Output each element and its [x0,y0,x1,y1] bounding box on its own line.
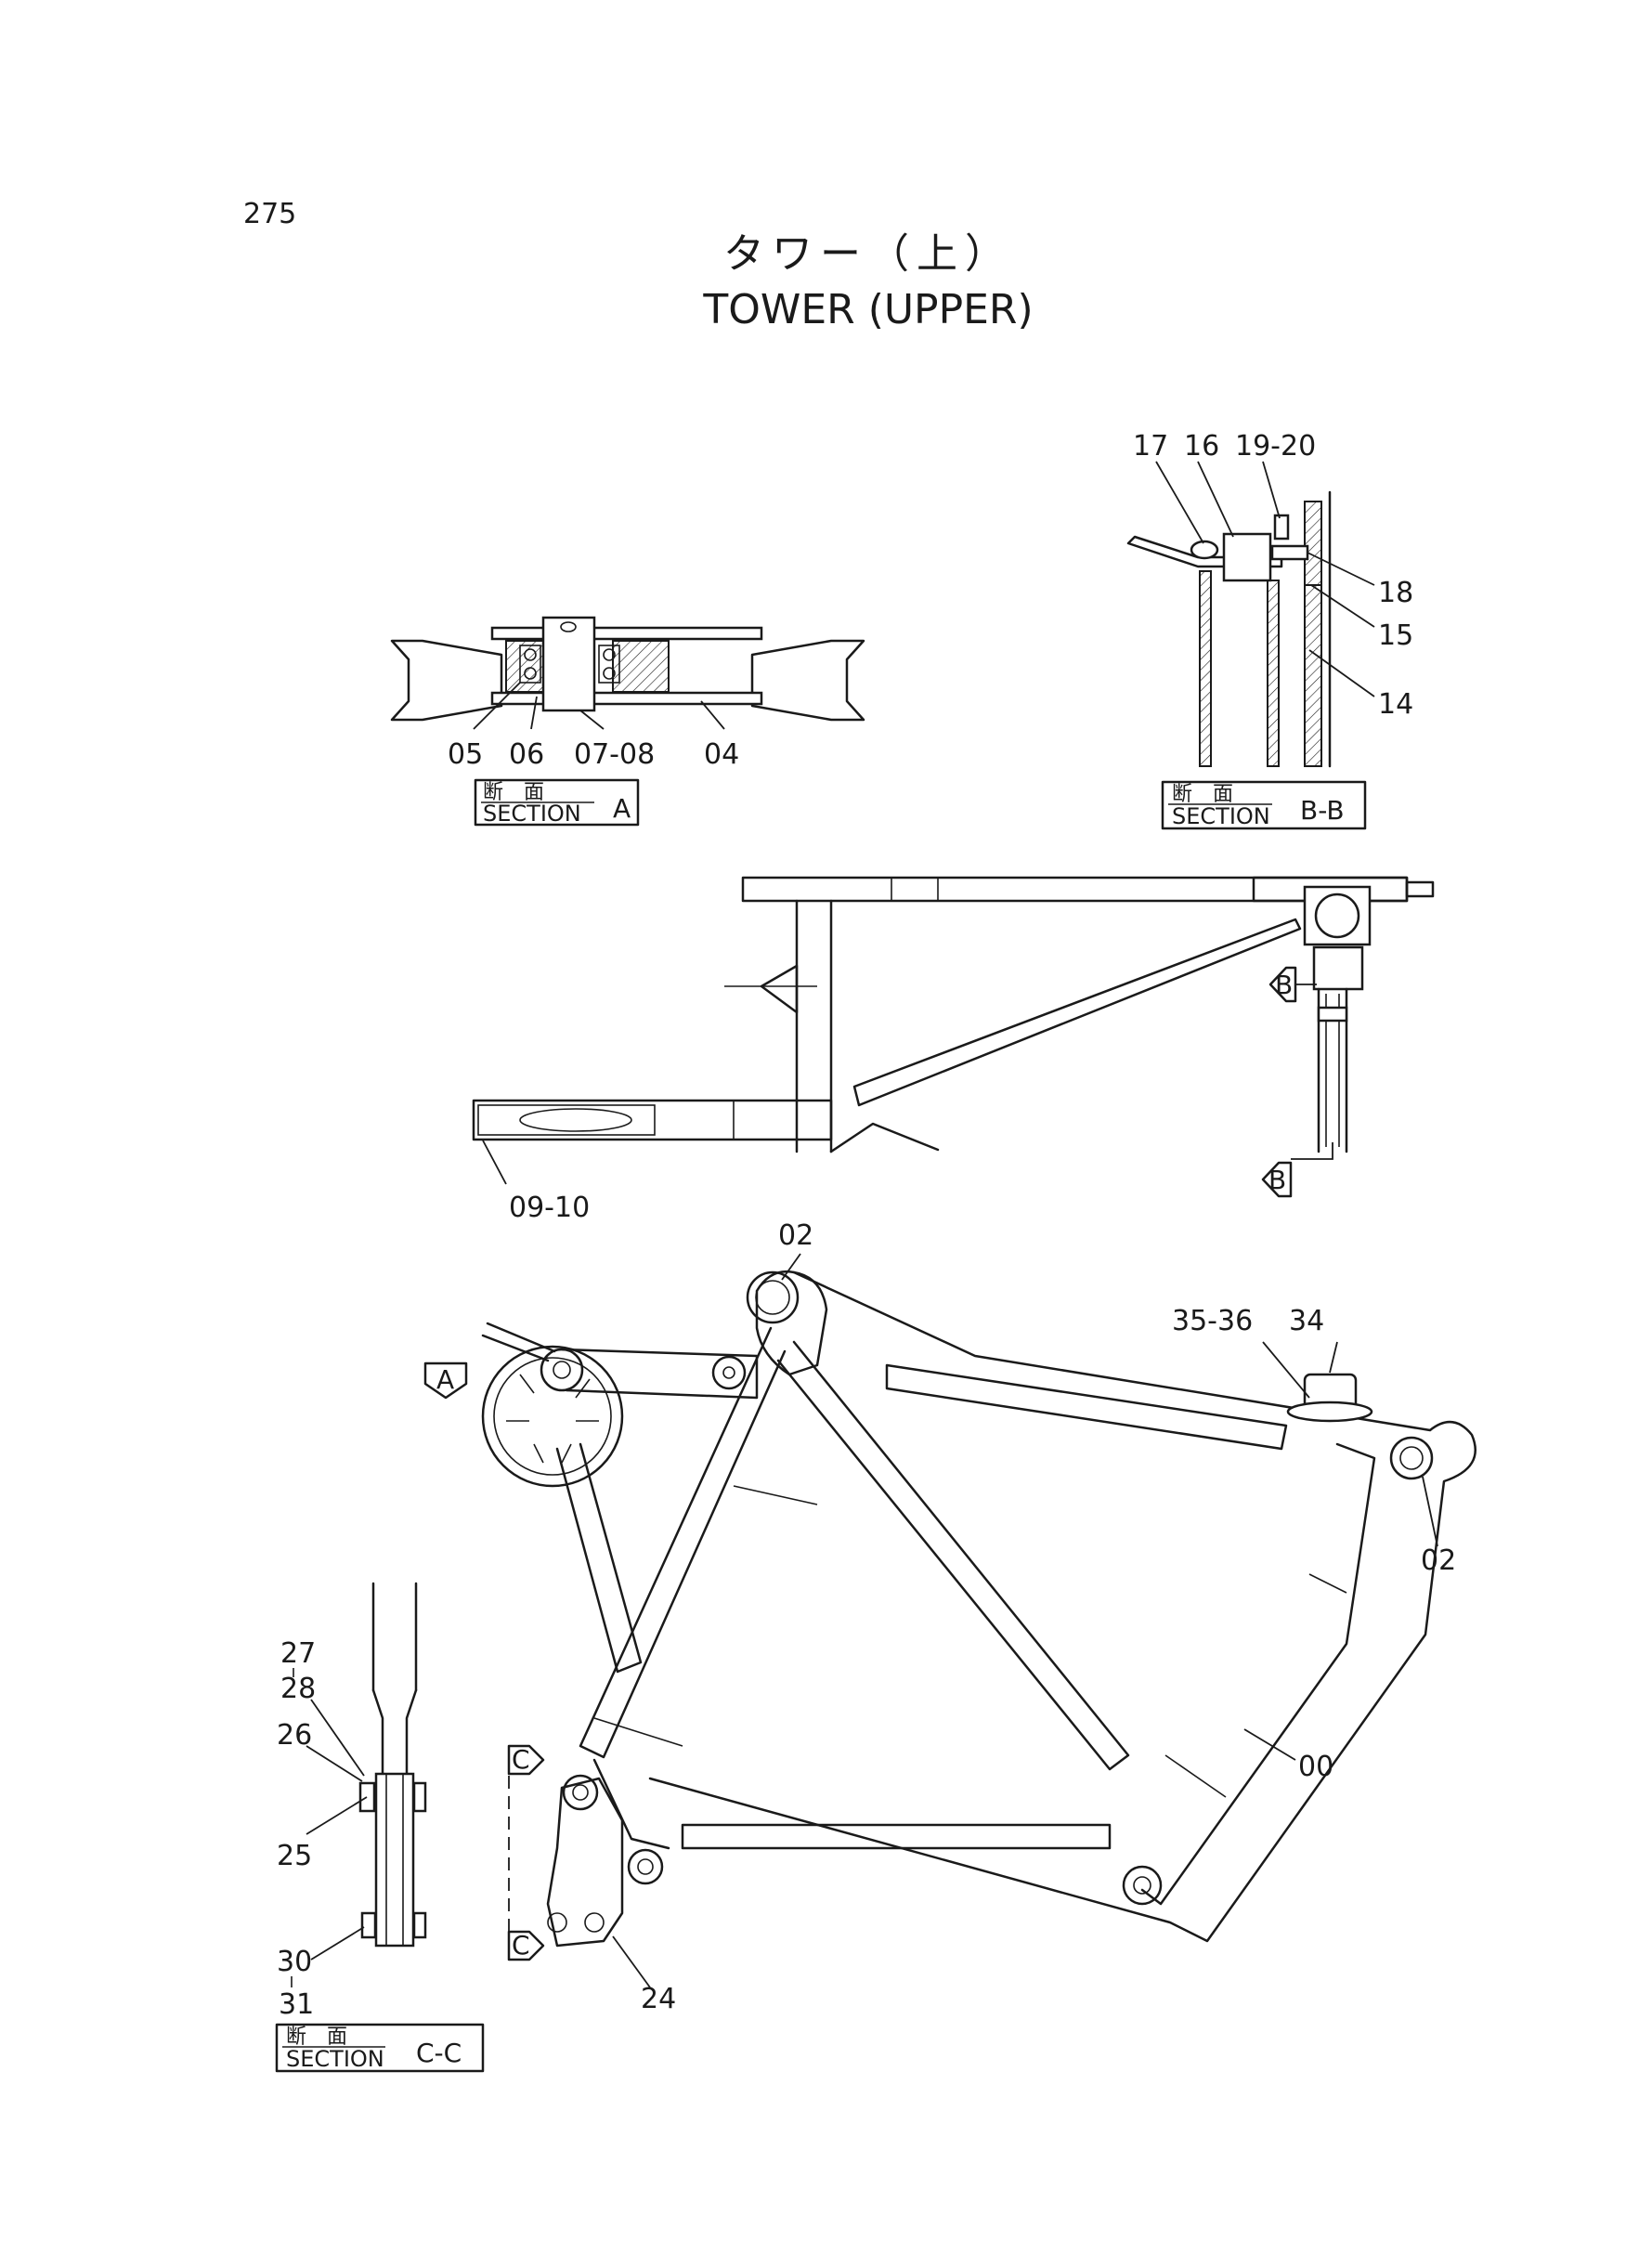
callout-35-36: 35-36 [1172,1305,1253,1337]
callout-06: 06 [509,738,544,771]
callout-24: 24 [641,1983,676,2015]
callout-34: 34 [1289,1305,1324,1337]
callout-25: 25 [277,1840,312,1872]
svg-text:SECTION: SECTION [483,801,581,827]
svg-text:A: A [613,793,631,824]
section-a-label-box: 断 面 SECTION A [474,778,640,827]
callout-27: 27 [280,1637,316,1670]
section-a-drawing [390,616,865,730]
page-number: 275 [243,198,296,230]
svg-text:B: B [1275,970,1293,1000]
tower-frame-drawing [481,1253,1476,1988]
callout-30: 30 [277,1946,312,1978]
callout-04: 04 [704,738,739,771]
view-marker-c-bottom: C [507,1930,545,1961]
svg-text:SECTION: SECTION [1172,803,1270,829]
svg-text:C: C [512,1930,530,1961]
svg-text:A: A [436,1364,454,1395]
callout-07-08: 07-08 [574,738,655,771]
callout-17: 17 [1133,430,1168,463]
callout-05: 05 [448,738,483,771]
section-cc-label-box: 断 面 SECTION C-C [275,2023,485,2073]
section-bb-drawing [1126,461,1375,768]
svg-text:C-C: C-C [416,2038,462,2068]
boom-elevation-drawing [472,876,1435,1185]
callout-14: 14 [1378,688,1413,721]
title-english: TOWER (UPPER) [702,286,1033,333]
callout-28: 28 [280,1673,316,1705]
callout-02-right: 02 [1421,1544,1456,1577]
svg-text:B-B: B-B [1300,795,1345,826]
callout-02-top: 02 [778,1219,813,1252]
callout-26: 26 [277,1719,312,1752]
callout-09-10: 09-10 [509,1192,590,1224]
svg-text:断 面: 断 面 [1172,783,1233,806]
svg-text:B: B [1268,1165,1286,1195]
callout-15: 15 [1378,619,1413,652]
svg-text:断 面: 断 面 [286,2026,347,2049]
view-marker-a: A [423,1362,468,1400]
title-japanese: タワー（上） [723,230,1013,278]
section-bb-label-box: 断 面 SECTION B-B [1161,780,1367,830]
callout-18: 18 [1378,577,1413,609]
callout-31: 31 [279,1988,314,2021]
section-cc-drawing [306,1582,427,1961]
callout-19-20: 19-20 [1235,430,1316,463]
view-marker-c-top: C [507,1744,545,1932]
callout-16: 16 [1184,430,1219,463]
view-marker-b-top: B [1268,966,1317,1003]
svg-text:SECTION: SECTION [286,2046,384,2072]
view-marker-b-bottom: B [1261,1142,1333,1198]
svg-text:C: C [512,1744,530,1775]
callout-00: 00 [1298,1751,1333,1783]
svg-text:断 面: 断 面 [483,781,544,804]
